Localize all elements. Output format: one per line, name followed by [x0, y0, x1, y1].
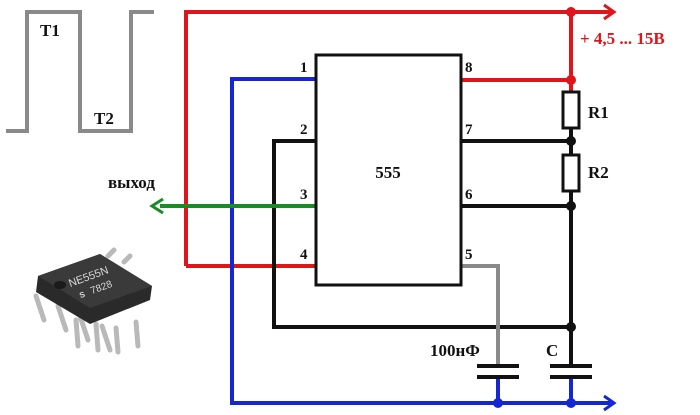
ic-555-name: 555 — [375, 163, 401, 182]
pin-3-label: 3 — [300, 187, 308, 203]
pin-8-label: 8 — [465, 60, 473, 76]
t1-label: T1 — [40, 21, 60, 40]
pin-1-label: 1 — [300, 60, 308, 76]
c5-label: 100нФ — [430, 341, 480, 360]
supply-voltage-label: + 4,5 ... 15В — [580, 29, 665, 48]
r2-label: R2 — [588, 163, 609, 182]
ground-junction-c — [566, 398, 576, 408]
pin-2-label: 2 — [300, 122, 308, 138]
resistor-r2 — [561, 153, 581, 193]
trigger-wire-pin2 — [272, 139, 571, 329]
t2-label: T2 — [94, 109, 114, 128]
chip-notch — [54, 281, 66, 289]
capacitor-c — [550, 364, 592, 379]
junction-trigger — [566, 322, 576, 332]
control-wire-pin5 — [461, 264, 500, 364]
chip-legs — [33, 247, 141, 355]
ic-555-body — [314, 53, 463, 287]
capacitor-100nf — [477, 364, 519, 379]
pin-5-label: 5 — [465, 247, 473, 263]
ne555-chip-photo: NE555N S 7828 — [33, 247, 152, 355]
ground-wire-main — [230, 77, 611, 405]
pin-6-label: 6 — [465, 187, 473, 203]
junction-pin7 — [566, 136, 576, 146]
supply-terminal-arrow — [603, 3, 617, 21]
ground-terminal-arrow — [603, 394, 617, 412]
waveform-diagram: T1 T2 — [6, 10, 154, 133]
supply-junction-top — [566, 7, 576, 17]
junction-pin6 — [566, 201, 576, 211]
chip-logo: S — [78, 290, 87, 301]
supply-wire-top — [184, 10, 571, 266]
signal-wires — [272, 128, 573, 364]
supply-junction-pin8 — [566, 75, 576, 85]
resistor-r1 — [561, 90, 581, 130]
c-label: C — [546, 341, 558, 360]
chip-body-top — [38, 254, 152, 308]
ground-junction-c5 — [493, 398, 503, 408]
waveform-trace — [6, 10, 154, 133]
output-arrow — [149, 197, 164, 215]
pin-7-label: 7 — [465, 122, 473, 138]
output-label: выход — [108, 173, 155, 192]
pin-4-label: 4 — [300, 247, 308, 263]
r1-label: R1 — [588, 103, 609, 122]
